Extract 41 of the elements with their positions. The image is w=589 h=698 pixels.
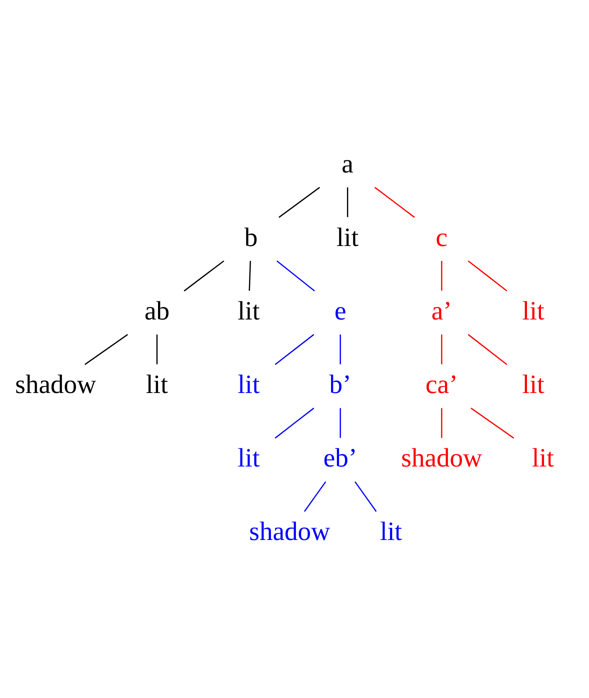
connector (156, 334, 158, 364)
node-text: lit (238, 442, 260, 472)
connector (468, 260, 508, 291)
connector (346, 186, 348, 217)
node-text: lit (146, 368, 168, 399)
connector (184, 260, 224, 291)
node-text: lit (522, 368, 544, 399)
node-text: b’ (329, 368, 352, 399)
connector (304, 480, 326, 512)
connector (441, 334, 442, 364)
connector (84, 334, 128, 365)
connector (274, 334, 314, 365)
node-text: eb’ (323, 442, 358, 472)
connector (276, 260, 315, 291)
connector (248, 260, 251, 290)
node-text: c (436, 221, 448, 252)
connector (278, 186, 320, 218)
node-text: shadow (401, 442, 482, 472)
node-text: b (244, 221, 258, 252)
node-text: lit (522, 294, 544, 325)
node-text: a (342, 148, 354, 178)
connector (441, 260, 442, 290)
node-text: a’ (431, 294, 452, 325)
connector (470, 407, 514, 438)
node-text: lit (380, 516, 402, 546)
connector (374, 186, 415, 218)
node-text: shadow (249, 516, 330, 546)
node-text: ca’ (425, 368, 458, 399)
connector (274, 407, 314, 438)
node-text: lit (336, 221, 359, 252)
node-text: lit (238, 368, 260, 399)
connector (354, 480, 377, 512)
connector (441, 408, 442, 438)
connector (468, 334, 508, 365)
node-text: shadow (15, 368, 96, 399)
connector (340, 334, 341, 364)
node-text: e (334, 294, 346, 325)
node-text: ab (144, 294, 170, 325)
node-text: lit (532, 442, 554, 472)
connector (340, 408, 341, 438)
node-text: lit (238, 294, 260, 325)
